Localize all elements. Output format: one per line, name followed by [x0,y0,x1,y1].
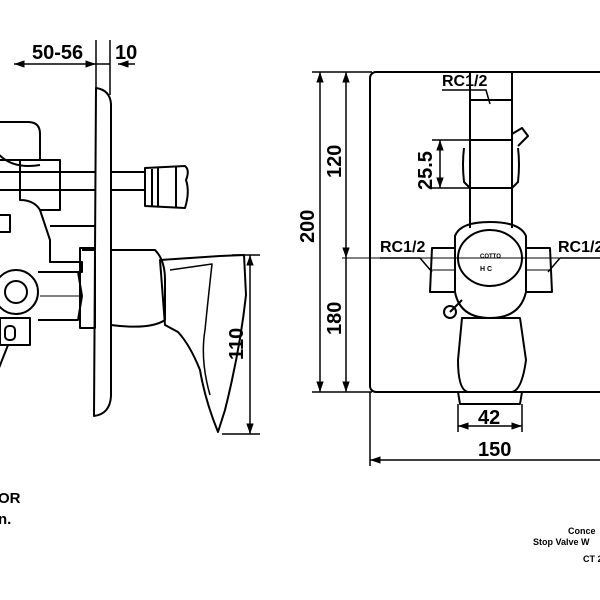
upper-body [0,121,41,161]
diag-line [0,344,9,369]
top-port-label: RC1/2 [442,73,487,90]
handle-base [110,249,166,328]
handle-width-label: 42 [478,407,500,429]
valve-brand-mark: COTTO [480,254,501,260]
inlet-fitting-inner [4,280,28,304]
middle-body [0,214,11,233]
upper-body-step [19,159,61,211]
handle-collar [79,247,96,329]
front-lever-handle [457,317,527,393]
inlet-fitting-outer [0,269,39,315]
wall-plate [93,87,112,417]
total-height-label: 200 [297,210,319,243]
handle-height-dimension [222,254,260,435]
lever-handle [159,254,247,433]
port-right [526,247,553,293]
lever-handle-inner [169,263,213,396]
stop-valve-body [469,139,513,189]
caption-line-3: CT 2 [583,554,600,564]
lower-height-label: 180 [324,302,346,335]
handle-height-label: 110 [226,328,248,360]
cover-plate [369,71,600,393]
stop-valve-knob [144,165,189,209]
note-line-2: n. [0,511,11,528]
width-label: 150 [478,439,511,461]
stop-valve-spout [111,171,145,191]
valve-hot-cold-mark: H C [480,266,492,273]
front-lever-foot [457,391,523,405]
stop-valve-flange [462,147,520,189]
caption-line-1: Conce [568,526,596,536]
stop-valve-tab [511,127,529,147]
front-dimensions [312,71,600,466]
caption-line-2: Stop Valve W [533,537,590,547]
side-view [0,40,260,435]
depth-dimension [14,40,135,95]
middle-body-2 [39,209,83,273]
connector-slot [4,325,16,341]
right-port-label: RC1/2 [558,239,600,256]
upper-body-cut [0,154,41,167]
side-knob-arm [449,299,463,313]
pipe-spacing-label: 25.5 [415,151,437,190]
side-knob [443,305,457,319]
upper-height-label: 120 [324,145,346,178]
plate-label: 10 [115,42,137,64]
note-line-1: OR [0,490,21,507]
left-port-label: RC1/2 [380,239,425,256]
depth-label: 50-56 [32,42,83,64]
front-view [342,71,600,405]
lower-connector [0,317,31,346]
